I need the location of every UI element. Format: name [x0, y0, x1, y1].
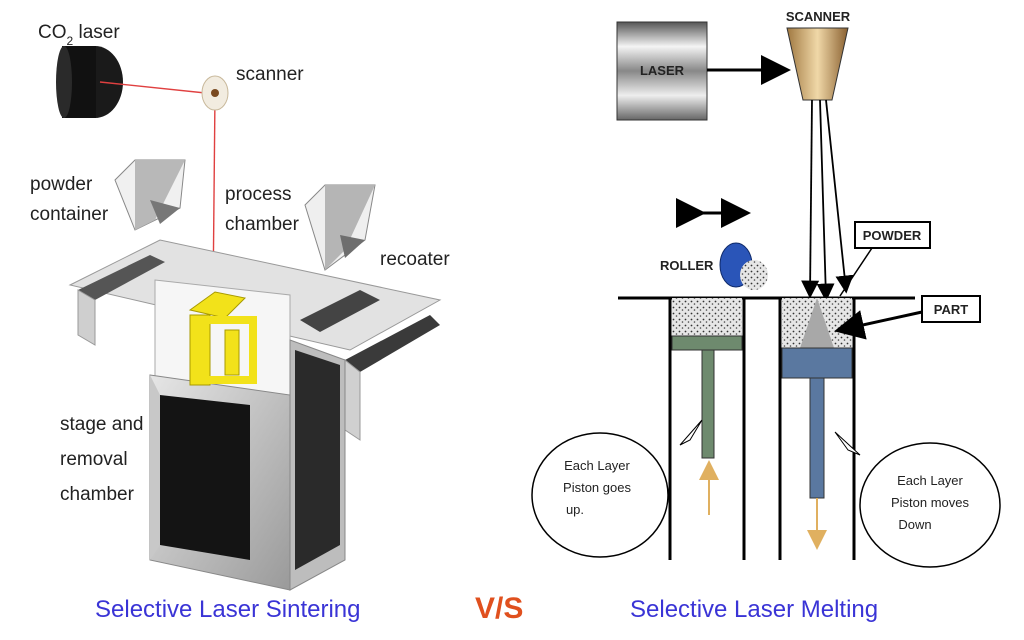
co2-laser-label: CO2 laser [38, 22, 120, 48]
part-label-box [921, 295, 981, 323]
svg-text:Each Layer: Each Layer [897, 473, 963, 488]
stage-label-1: stage and [60, 414, 143, 435]
build-chamber [778, 298, 856, 560]
roller-label: ROLLER [660, 258, 714, 273]
laser-beam [99, 81, 216, 95]
vs-label: V/S [475, 592, 524, 625]
svg-text:Each Layer: Each Layer [564, 458, 630, 473]
process-chamber-label-1: process [225, 184, 292, 205]
svg-text:Piston moves: Piston moves [891, 495, 970, 510]
co2-laser-icon [56, 46, 123, 118]
speech-bubble-right: Each Layer Piston moves Down [834, 431, 1001, 568]
scanner-icon [201, 75, 229, 111]
powder-container-icon [114, 159, 186, 231]
powder-pointer [839, 247, 873, 297]
scanner-label: scanner [236, 64, 304, 85]
scan-beam-1 [801, 99, 820, 299]
svg-text:up.: up. [566, 502, 584, 517]
sls-caption: Selective Laser Sintering [95, 596, 361, 623]
powder-container-label-1: powder [30, 174, 93, 195]
scan-beam-2 [816, 99, 835, 302]
part-label: PART [934, 302, 968, 317]
process-chamber-label-2: chamber [225, 214, 300, 235]
slm-scanner-icon [786, 27, 849, 101]
powder-label: POWDER [863, 228, 922, 243]
powder-container-label-2: container [30, 204, 109, 225]
svg-text:Down: Down [898, 517, 931, 532]
scan-beam-3 [825, 99, 854, 294]
slm-scanner-label: SCANNER [786, 9, 851, 24]
svg-text:Piston goes: Piston goes [563, 480, 631, 495]
slm-laser-box [616, 21, 708, 121]
powder-label-box [854, 221, 931, 249]
sls-machine-body [68, 239, 442, 591]
slm-caption: Selective Laser Melting [630, 596, 879, 623]
part-pointer [834, 310, 923, 340]
feed-chamber [668, 298, 746, 560]
speech-bubble-left: Each Layer Piston goes up. [531, 419, 703, 558]
recoater-label: recoater [380, 249, 450, 270]
stage-label-3: chamber [60, 484, 135, 505]
slm-diagram: LASER SCANNER ROLLER [531, 9, 1001, 568]
stage-label-2: removal [60, 449, 128, 470]
roller-powder-pile [740, 260, 768, 290]
sls-diagram: CO2 laser scanner powder container proce… [30, 22, 450, 591]
slm-laser-label: LASER [640, 63, 685, 78]
recoater-icon [304, 184, 376, 271]
printed-part-icon [188, 291, 257, 386]
